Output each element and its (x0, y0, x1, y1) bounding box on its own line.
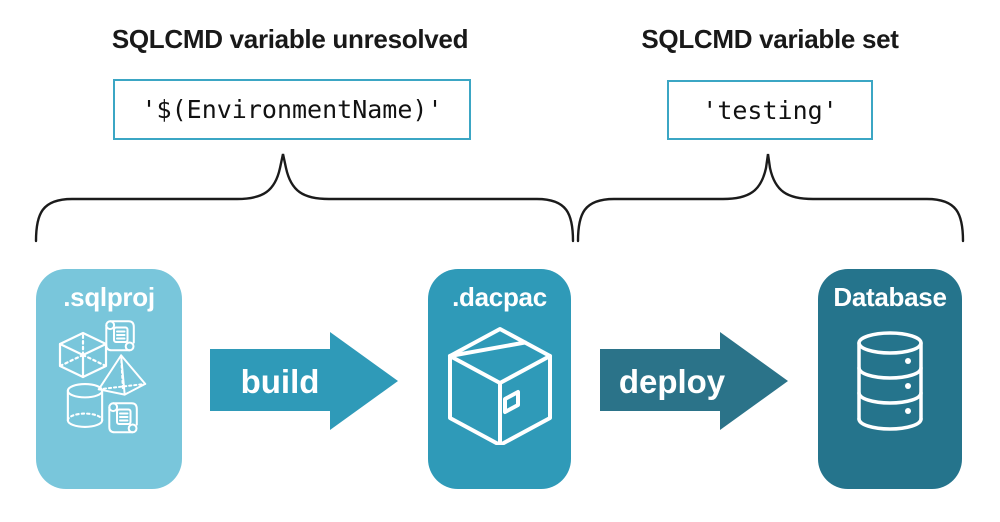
node-sqlproj-label: .sqlproj (63, 282, 155, 312)
heading-sqlcmd-set: SQLCMD variable set (641, 24, 899, 54)
build-arrow-shape (210, 332, 398, 430)
database-icon (857, 331, 923, 431)
node-database: Database (818, 269, 962, 489)
heading-sqlcmd-unresolved: SQLCMD variable unresolved (111, 24, 469, 54)
sqlproj-contents-icons (58, 320, 147, 434)
deploy-arrow-label: deploy (619, 363, 726, 400)
cube-icon (58, 331, 108, 379)
build-arrow: build (210, 332, 398, 430)
code-text-testing-value: 'testing' (702, 95, 838, 125)
sql-script-icon (108, 402, 138, 434)
deploy-arrow: deploy (600, 332, 788, 430)
sql-script-icon (105, 320, 135, 352)
node-database-label: Database (833, 282, 947, 312)
code-box-environment-variable: '$(EnvironmentName)' (113, 79, 471, 140)
code-text-environment-variable: '$(EnvironmentName)' (141, 95, 443, 124)
node-sqlproj: .sqlproj (36, 269, 182, 489)
cylinder-icon (66, 382, 104, 429)
deploy-arrow-shape (600, 332, 788, 430)
build-arrow-label: build (241, 363, 320, 400)
node-dacpac: .dacpac (428, 269, 571, 489)
node-dacpac-label: .dacpac (452, 282, 547, 312)
package-icon (448, 327, 552, 445)
left-brace-icon (34, 153, 575, 243)
code-box-testing-value: 'testing' (667, 80, 873, 140)
right-brace-icon (576, 153, 965, 243)
